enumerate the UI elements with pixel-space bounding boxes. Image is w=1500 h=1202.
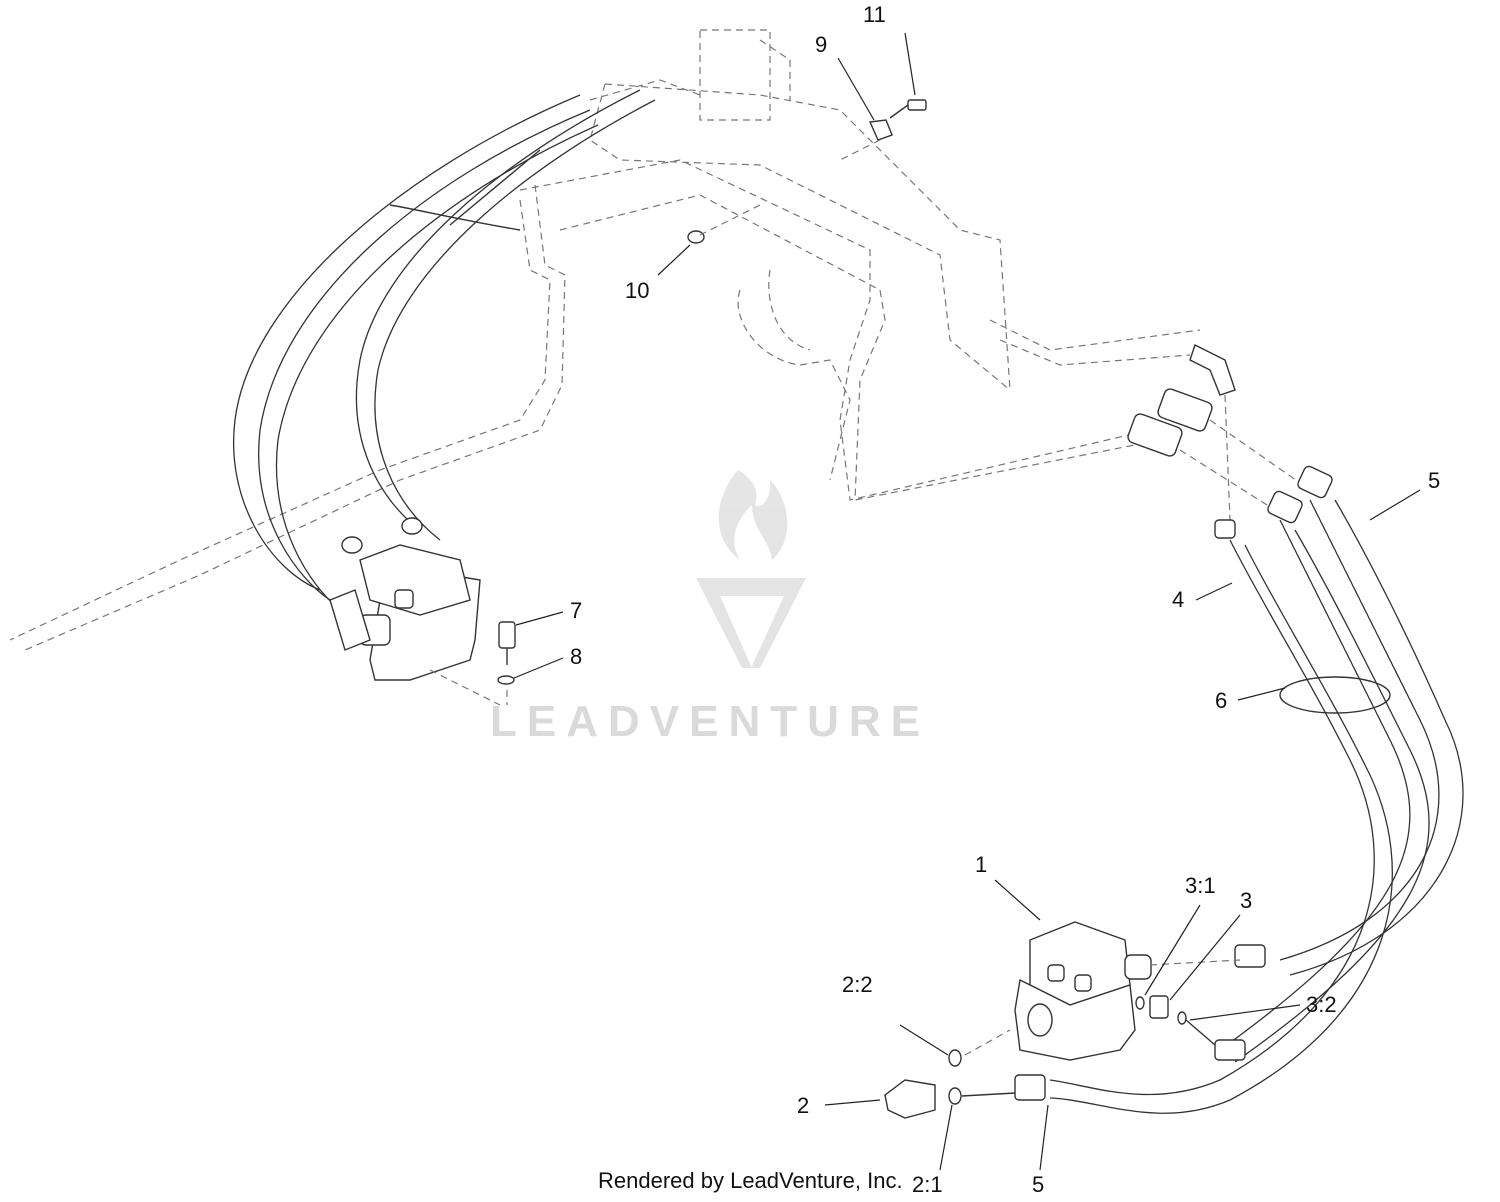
callout-2: 2 — [797, 1093, 809, 1118]
callout-4: 4 — [1172, 587, 1184, 612]
frame-phantom — [9, 29, 1201, 651]
callout-3-1: 3:1 — [1185, 873, 1216, 898]
callout-2-2: 2:2 — [842, 972, 873, 997]
callout-labels: 11 9 10 5 4 6 7 8 1 3:1 3 3:2 2:2 2 2:1 … — [570, 2, 1440, 1197]
callout-7: 7 — [570, 598, 582, 623]
rear-hoses — [233, 89, 656, 611]
callout-3-2: 3:2 — [1306, 992, 1337, 1017]
clip-bolt-nut — [687, 99, 927, 244]
front-hoses — [1014, 465, 1464, 1114]
callout-8: 8 — [570, 644, 582, 669]
motor-fittings — [884, 959, 1241, 1119]
bolt-and-washer — [429, 621, 516, 706]
callout-11: 11 — [863, 2, 886, 27]
callout-5-bottom: 5 — [1032, 1172, 1044, 1197]
leader-lines — [513, 32, 1421, 1171]
callout-1: 1 — [975, 852, 987, 877]
watermark-text: LEADVENTURE — [490, 697, 930, 746]
callout-6: 6 — [1215, 688, 1227, 713]
callout-2-1: 2:1 — [912, 1172, 943, 1197]
callout-10: 10 — [625, 278, 649, 303]
rear-wheel-motor — [329, 517, 481, 681]
callout-3: 3 — [1240, 888, 1252, 913]
watermark-logo: LEADVENTURE — [490, 470, 930, 746]
frame-fittings — [1127, 344, 1311, 521]
render-credit: Rendered by LeadVenture, Inc. — [598, 1168, 903, 1193]
front-wheel-motor — [1014, 921, 1152, 1061]
callout-5-top: 5 — [1428, 468, 1440, 493]
callout-9: 9 — [815, 32, 827, 57]
